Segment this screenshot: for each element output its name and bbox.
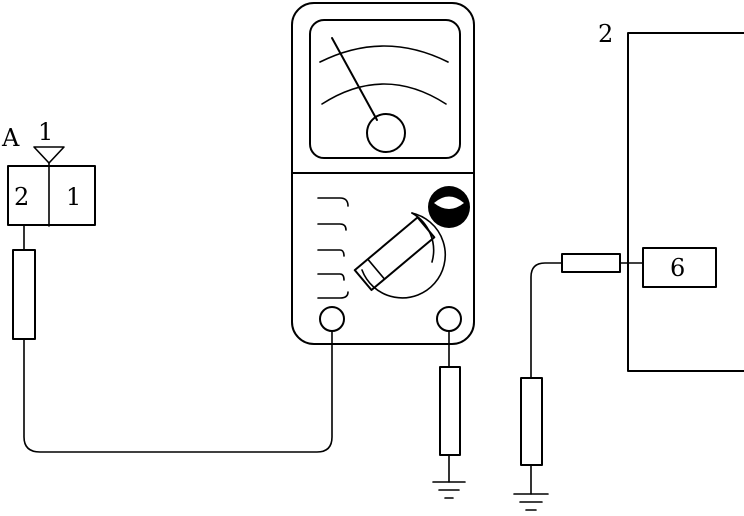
left-lead xyxy=(12,224,333,453)
right-wire-down xyxy=(530,262,563,379)
right-vertical-resistor xyxy=(520,377,543,466)
zero-adjust-icon xyxy=(428,186,470,228)
range-marks xyxy=(317,197,349,299)
scale-arc-outer xyxy=(319,45,449,63)
label-box-1: 1 xyxy=(66,183,81,211)
meter-dial-window xyxy=(309,19,461,159)
multimeter xyxy=(291,2,475,345)
range-selector-knob xyxy=(353,212,447,299)
antenna-triangle-icon xyxy=(33,146,65,164)
selector-arc-icon xyxy=(361,212,447,299)
label-antenna-1: 1 xyxy=(38,118,53,146)
terminal-box xyxy=(7,165,96,226)
right-horizontal-resistor xyxy=(561,253,621,273)
scale-arc-inner xyxy=(321,83,447,105)
label-panel-2: 2 xyxy=(598,20,613,48)
label-box-2: 2 xyxy=(14,183,29,211)
left-resistor xyxy=(12,249,36,340)
needle-pivot xyxy=(366,113,406,153)
ground-icon xyxy=(432,481,466,499)
label-6: 6 xyxy=(670,254,685,282)
ground-icon xyxy=(513,493,549,511)
meter-ground-lead xyxy=(432,330,466,499)
label-a: A xyxy=(1,124,20,152)
meter-resistor xyxy=(439,366,461,456)
left-wire-to-meter xyxy=(23,330,333,453)
right-ground-lead xyxy=(513,253,644,511)
jack-com xyxy=(319,306,345,332)
meter-needle xyxy=(331,37,378,121)
jack-input xyxy=(436,306,462,332)
component-6-box xyxy=(642,247,717,288)
right-panel: 2 6 xyxy=(598,20,744,372)
panel-frame xyxy=(627,32,744,372)
left-terminal-block: A 1 2 1 xyxy=(1,118,96,227)
